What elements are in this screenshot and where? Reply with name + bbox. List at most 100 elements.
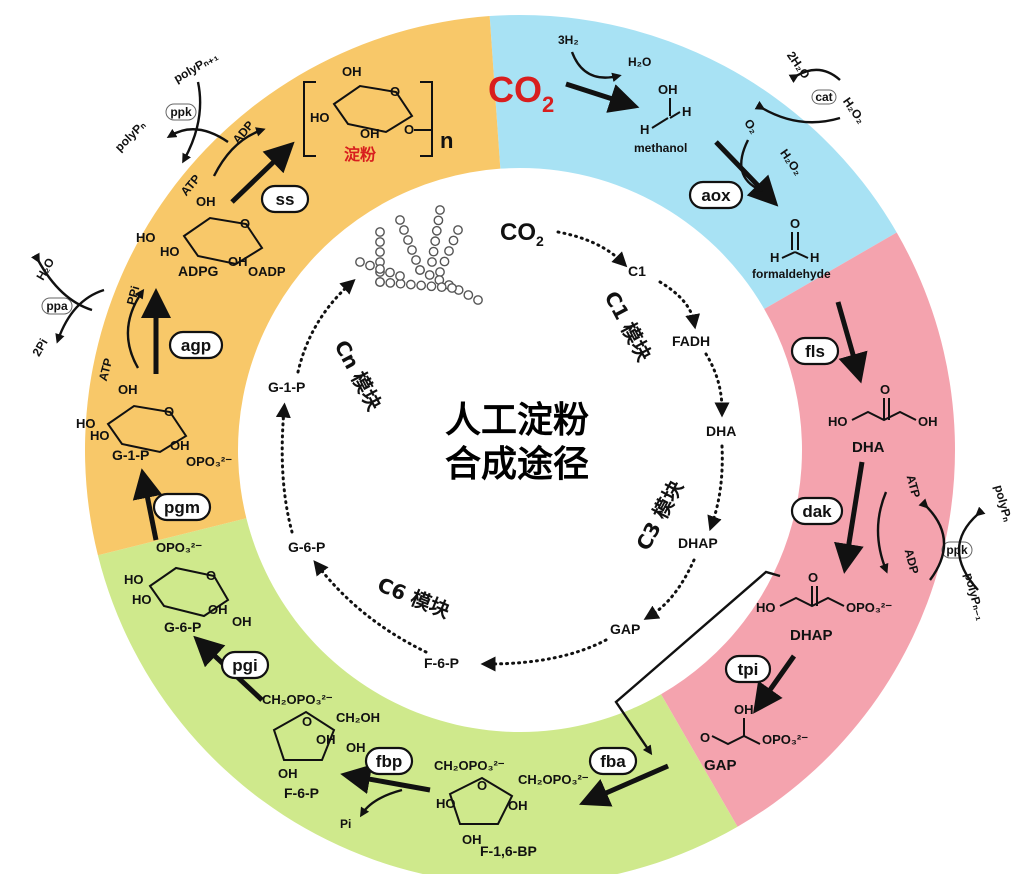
module-label-c1: C1 模块: [600, 287, 657, 366]
glucose-unit: [415, 265, 425, 275]
c6-segment: [97, 518, 738, 874]
cycle-arrow-fadh-dha: [704, 352, 730, 418]
f16bp-label: F-1,6-BP: [480, 843, 537, 859]
cn-2pi: 2Pi: [29, 336, 50, 359]
cn-ppk-arrow-2: [182, 81, 202, 164]
c1-o2-cofactor-arrow: [740, 139, 764, 192]
g1p-opo3: OPO₃²⁻: [186, 454, 232, 469]
inner-node-gap: GAP: [610, 621, 640, 637]
enzyme-dak-badge: dak: [790, 496, 844, 526]
c3-polyp-n: polyPₙ: [992, 483, 1015, 523]
module-label-c6: C6 模块: [374, 572, 454, 623]
dha-oh: OH: [918, 414, 938, 429]
enzyme-ppa: ppa: [46, 299, 68, 313]
starch-n: n: [440, 128, 453, 153]
c6-pi: Pi: [340, 817, 351, 831]
cycle-arrow-co2-c1: [556, 230, 628, 268]
enzyme-fba-badge: fba: [588, 746, 638, 776]
glucose-unit: [433, 215, 444, 226]
cn-atp-a: ATP: [96, 357, 116, 383]
enzyme-tpi: tpi: [738, 660, 759, 679]
cycle-arrow-dha-dhap: [707, 444, 724, 532]
g6p-label: G-6-P: [164, 619, 201, 635]
starch-oh: OH: [360, 126, 380, 141]
dhap-opo3: OPO₃²⁻: [846, 600, 892, 615]
inner-node-dhap: DHAP: [678, 535, 718, 551]
starch-bracket-right: [420, 81, 433, 157]
gap-oh: OH: [734, 702, 754, 717]
dha-label: DHA: [852, 439, 885, 456]
c1-h2o-out: H₂O: [628, 55, 651, 69]
glucose-unit: [426, 281, 437, 292]
cn-g6p-to-g1p-arrow: [132, 468, 163, 541]
f6p-ch2opo3: CH₂OPO₃²⁻: [262, 692, 333, 707]
starch-o: O: [390, 84, 400, 99]
glucose-unit: [385, 277, 396, 288]
g1p-oh-top: OH: [118, 382, 138, 397]
enzyme-fba: fba: [600, 752, 626, 771]
dha-ho: HO: [828, 414, 848, 429]
glucose-unit: [395, 271, 405, 281]
g6p-o: O: [206, 568, 216, 583]
glucose-unit: [416, 280, 427, 291]
g6p-oh-b: OH: [232, 614, 252, 629]
adpg-oadp: OADP: [248, 264, 286, 279]
glucose-unit: [473, 295, 483, 305]
c3-dhap-to-gap-arrow: [753, 654, 797, 714]
dhap-o: O: [808, 570, 818, 585]
inner-node-c1: C1: [628, 263, 646, 279]
enzyme-pgi-badge: pgi: [220, 650, 270, 680]
adpg-oh-top: OH: [196, 194, 216, 209]
cn-adpg-to-starch-arrow: [230, 141, 295, 204]
c3-atp-cofactor-arrow: [876, 491, 889, 574]
enzyme-cat-badge: [811, 89, 837, 105]
inner-node-dha: DHA: [706, 423, 736, 439]
enzyme-pgm: pgm: [164, 498, 200, 517]
f6p-oh-c: OH: [278, 766, 298, 781]
c1-segment: [489, 15, 897, 309]
cn-ppa-badge: [41, 297, 73, 315]
c6-f16bp-to-f6p-arrow: [340, 764, 431, 794]
glucose-unit: [355, 257, 365, 267]
cn-h2o: H₂O: [33, 255, 57, 282]
glucose-unit: [375, 247, 385, 257]
glucose-unit: [375, 264, 385, 274]
enzyme-tpi-badge: tpi: [724, 654, 772, 684]
starch-branch-icon: [355, 205, 483, 305]
g1p-oh: OH: [170, 438, 190, 453]
starch-label: 淀粉: [344, 145, 376, 164]
c1-cat-arrow-1: [788, 68, 841, 84]
enzyme-pgi: pgi: [232, 656, 258, 675]
formaldehyde-h2: H: [810, 250, 819, 265]
c3-atp: ATP: [904, 473, 924, 499]
methanol-label: methanol: [634, 141, 687, 155]
cn-ppa-arrow-2: [31, 252, 93, 312]
c6-module: fba CH₂OPO₃²⁻ CH₂OPO₃²⁻ O HO OH OH F-1,6…: [124, 540, 669, 859]
enzyme-ppk-c3: ppk: [946, 543, 968, 557]
cycle-arrow-g6p-g1p: [275, 402, 294, 534]
f16bp-oh-a: OH: [508, 798, 528, 813]
enzyme-ppk-cn: ppk: [170, 105, 192, 119]
inner-node-g6p: G-6-P: [288, 539, 325, 555]
glucose-unit: [435, 205, 445, 215]
dhap-label: DHAP: [790, 627, 833, 644]
cycle-arrow-g1p-starch: [296, 278, 356, 374]
center-title-line2: 合成途径: [445, 443, 589, 485]
glucose-unit: [405, 279, 416, 290]
starch-bracket-left: [303, 81, 316, 157]
enzyme-fbp-badge: fbp: [364, 746, 414, 776]
center-title-line1: 人工淀粉: [445, 400, 589, 441]
glucose-unit: [447, 283, 457, 293]
cn-ppk-badge: [165, 103, 197, 121]
enzyme-cat: cat: [815, 90, 832, 104]
c3-ppk-badge: [941, 541, 973, 559]
module-label-cn: Cn 模块: [330, 336, 387, 415]
enzyme-ss-badge: ss: [260, 184, 310, 214]
cycle-arrow-f6p-g6p: [313, 560, 428, 654]
f6p-oh-b: OH: [346, 740, 366, 755]
dhap-ho: HO: [756, 600, 776, 615]
cn-ppa-arrow-1: [55, 288, 105, 344]
gap-label: GAP: [704, 757, 737, 774]
